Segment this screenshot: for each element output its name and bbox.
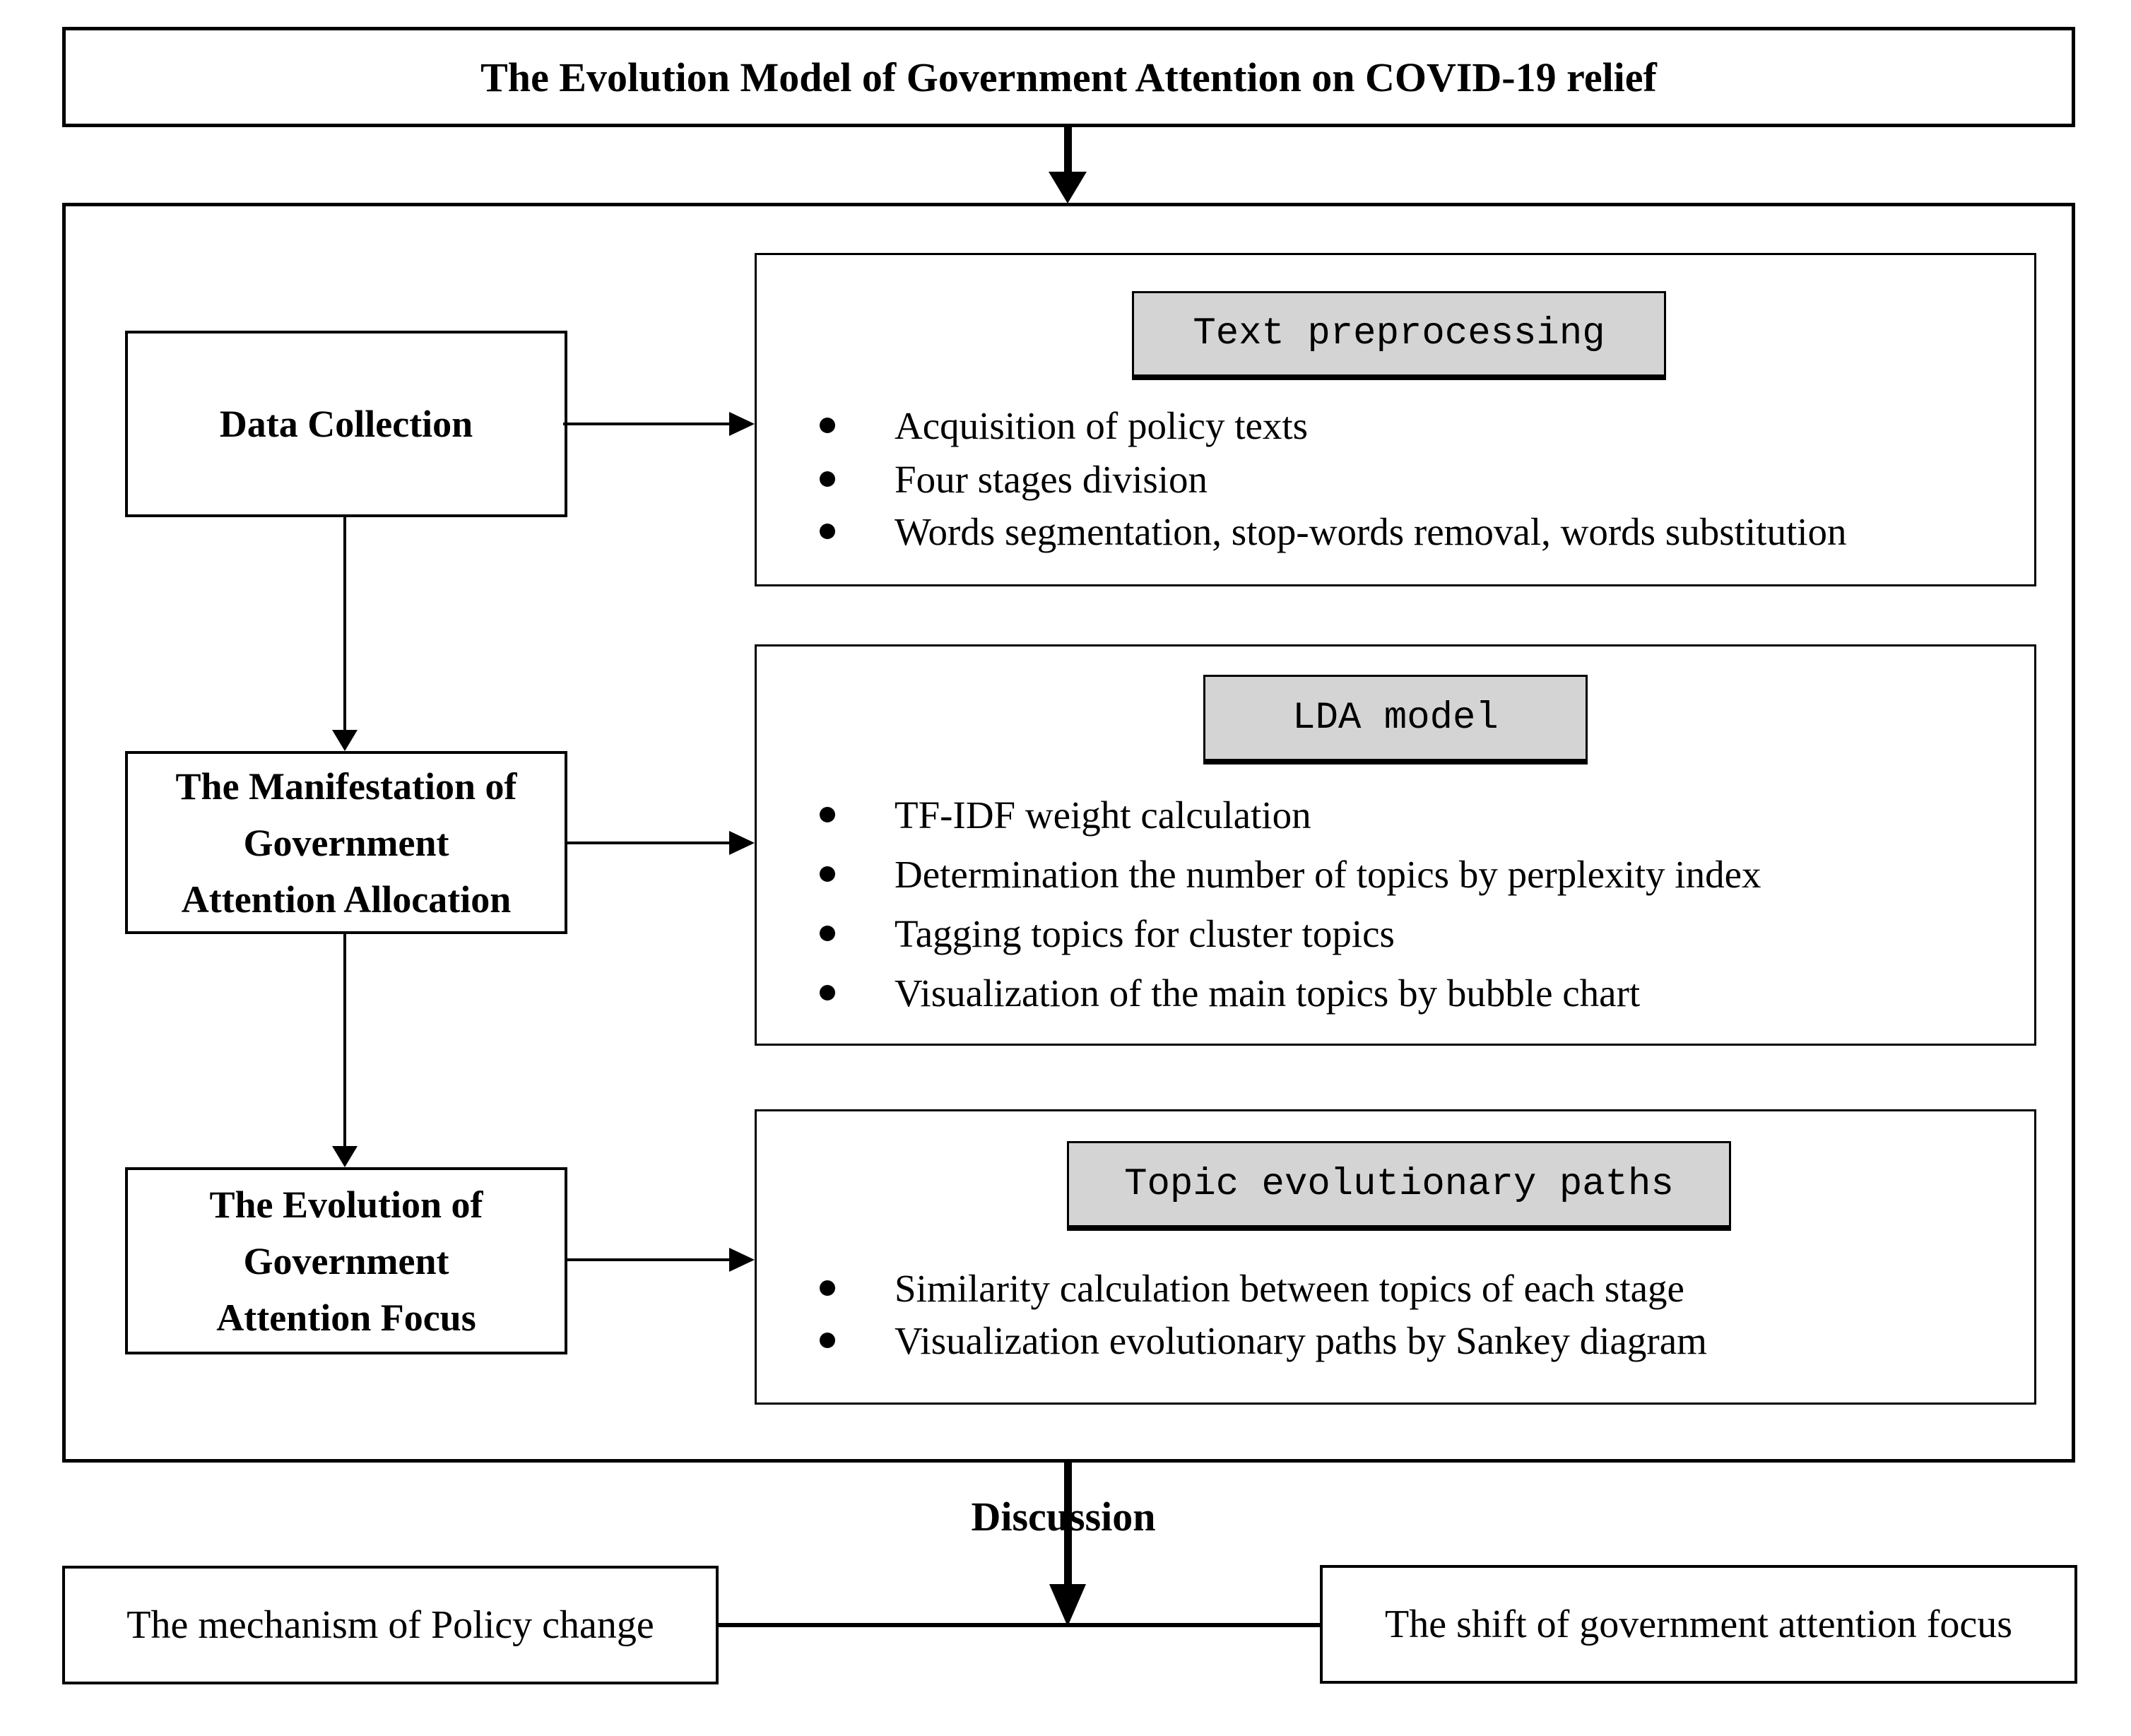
stage-box-data-collection: Data Collection [125, 331, 567, 517]
header-text-preprocessing: Text preprocessing [1132, 291, 1666, 380]
stage-box-line: Data Collection [219, 403, 473, 445]
section-box-lda-model [755, 644, 2036, 1046]
section-box-topic-paths [755, 1109, 2036, 1405]
stage-box-line: Attention Focus [216, 1296, 476, 1339]
diagram-title-box: The Evolution Model of Government Attent… [62, 27, 2075, 127]
arrow-evolution-head-icon [729, 1248, 755, 1272]
arrow-data-collection-shaft [563, 423, 731, 425]
title-to-container-arrow-shaft [1064, 127, 1072, 173]
stage-box-line: Attention Allocation [181, 878, 512, 921]
bullet-text: Visualization evolutionary paths by Sank… [895, 1318, 1707, 1362]
connector-box1-box2-shaft [343, 517, 346, 730]
bullet-item: Four stages division [820, 452, 1208, 506]
bullet-icon [820, 1280, 835, 1296]
connector-box1-box2-arrowhead-icon [332, 730, 358, 751]
bullet-item: Determination the number of topics by pe… [820, 847, 1761, 901]
bullet-text: Acquisition of policy texts [895, 403, 1309, 447]
bullet-icon [820, 926, 835, 941]
bullet-text: Four stages division [895, 457, 1208, 501]
outcome-text: The shift of government attention focus [1385, 1602, 2012, 1646]
bullet-text: Determination the number of topics by pe… [895, 852, 1761, 896]
diagram-title: The Evolution Model of Government Attent… [480, 54, 1657, 100]
header-lda-model: LDA model [1203, 675, 1588, 764]
bullet-icon [820, 418, 835, 433]
bullet-item: Visualization of the main topics by bubb… [820, 966, 1640, 1020]
bullet-icon [820, 1333, 835, 1348]
bullet-icon [820, 524, 835, 539]
stage-box-line: The Evolution of [209, 1183, 483, 1226]
bullet-icon [820, 866, 835, 882]
arrow-evolution-shaft [567, 1258, 731, 1261]
section-box-text-preprocessing [755, 253, 2036, 586]
bullet-item: Visualization evolutionary paths by Sank… [820, 1313, 1707, 1367]
outcome-text: The mechanism of Policy change [126, 1603, 654, 1647]
outcome-box-attention-shift: The shift of government attention focus [1320, 1565, 2077, 1684]
bullet-item: Acquisition of policy texts [820, 398, 1308, 452]
bullet-icon [820, 807, 835, 822]
bullet-item: Similarity calculation between topics of… [820, 1261, 1684, 1315]
stage-box-line: Government [243, 1239, 449, 1282]
discussion-arrowhead-icon [1049, 1584, 1086, 1626]
header-label: Topic evolutionary paths [1124, 1162, 1674, 1206]
bullet-item: Tagging topics for cluster topics [820, 907, 1395, 960]
bottom-boxes-connector-line [719, 1623, 1320, 1627]
bullet-icon [820, 985, 835, 1000]
stage-box-evolution: The Evolution of Government Attention Fo… [125, 1167, 567, 1354]
bullet-text: Visualization of the main topics by bubb… [895, 971, 1641, 1015]
header-label: Text preprocessing [1193, 312, 1605, 355]
header-label: LDA model [1292, 696, 1499, 740]
bullet-icon [820, 471, 835, 487]
arrow-manifestation-shaft [567, 842, 731, 844]
discussion-arrow-shaft [1064, 1463, 1072, 1584]
model-container-box [62, 203, 2075, 1463]
stage-box-line: Government [243, 821, 449, 864]
bullet-text: Tagging topics for cluster topics [895, 911, 1395, 955]
arrow-manifestation-head-icon [729, 831, 755, 855]
arrow-data-collection-head-icon [729, 412, 755, 436]
outcome-box-policy-change: The mechanism of Policy change [62, 1566, 719, 1684]
bullet-text: TF-IDF weight calculation [895, 793, 1311, 837]
header-topic-paths: Topic evolutionary paths [1067, 1141, 1731, 1231]
title-to-container-arrowhead-icon [1049, 172, 1087, 203]
bullet-item: TF-IDF weight calculation [820, 788, 1311, 842]
stage-box-line: The Manifestation of [175, 764, 517, 808]
discussion-label: Discussion [971, 1494, 1156, 1540]
connector-box2-box3-shaft [343, 934, 346, 1146]
bullet-text: Words segmentation, stop-words removal, … [895, 509, 1847, 553]
bullet-item: Words segmentation, stop-words removal, … [820, 504, 1847, 558]
bullet-text: Similarity calculation between topics of… [895, 1266, 1684, 1310]
connector-box2-box3-arrowhead-icon [332, 1146, 358, 1167]
stage-box-manifestation: The Manifestation of Government Attentio… [125, 751, 567, 934]
